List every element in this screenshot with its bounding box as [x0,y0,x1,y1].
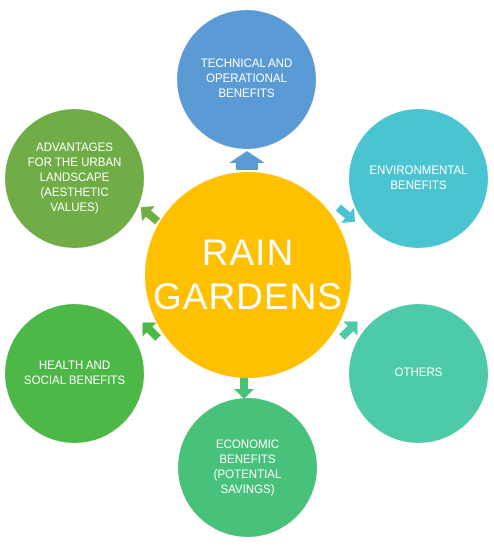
arrow-economic [234,377,254,399]
node-technical-benefits: TECHNICAL AND OPERATIONAL BENEFITS [177,10,316,149]
node-health-label: HEALTH AND SOCIAL BENEFITS [23,359,126,387]
arrow-environmental [335,204,356,223]
arrow-technical [229,151,265,170]
center-rain-gardens: RAIN GARDENS [145,172,351,378]
center-label: RAIN GARDENS [153,232,343,317]
arrow-others [339,321,358,340]
node-urban-landscape: ADVANTAGES FOR THE URBAN LANDSCAPE (AEST… [5,109,144,248]
node-economic-benefits: ECONOMIC BENEFITS (POTENTIAL SAVINGS) [178,398,317,537]
arrow-health [142,322,161,341]
node-health-social-benefits: HEALTH AND SOCIAL BENEFITS [5,304,144,443]
node-urban-label: ADVANTAGES FOR THE URBAN LANDSCAPE (AEST… [27,142,122,214]
node-technical-label: TECHNICAL AND OPERATIONAL BENEFITS [200,58,293,100]
node-environmental-label: ENVIRONMENTAL BENEFITS [369,164,468,192]
node-others-label: OTHERS [394,367,443,379]
node-others: OTHERS [349,304,488,443]
node-environmental-benefits: ENVIRONMENTAL BENEFITS [349,109,488,248]
node-economic-label: ECONOMIC BENEFITS (POTENTIAL SAVINGS) [213,438,282,496]
arrow-urban [140,206,161,225]
